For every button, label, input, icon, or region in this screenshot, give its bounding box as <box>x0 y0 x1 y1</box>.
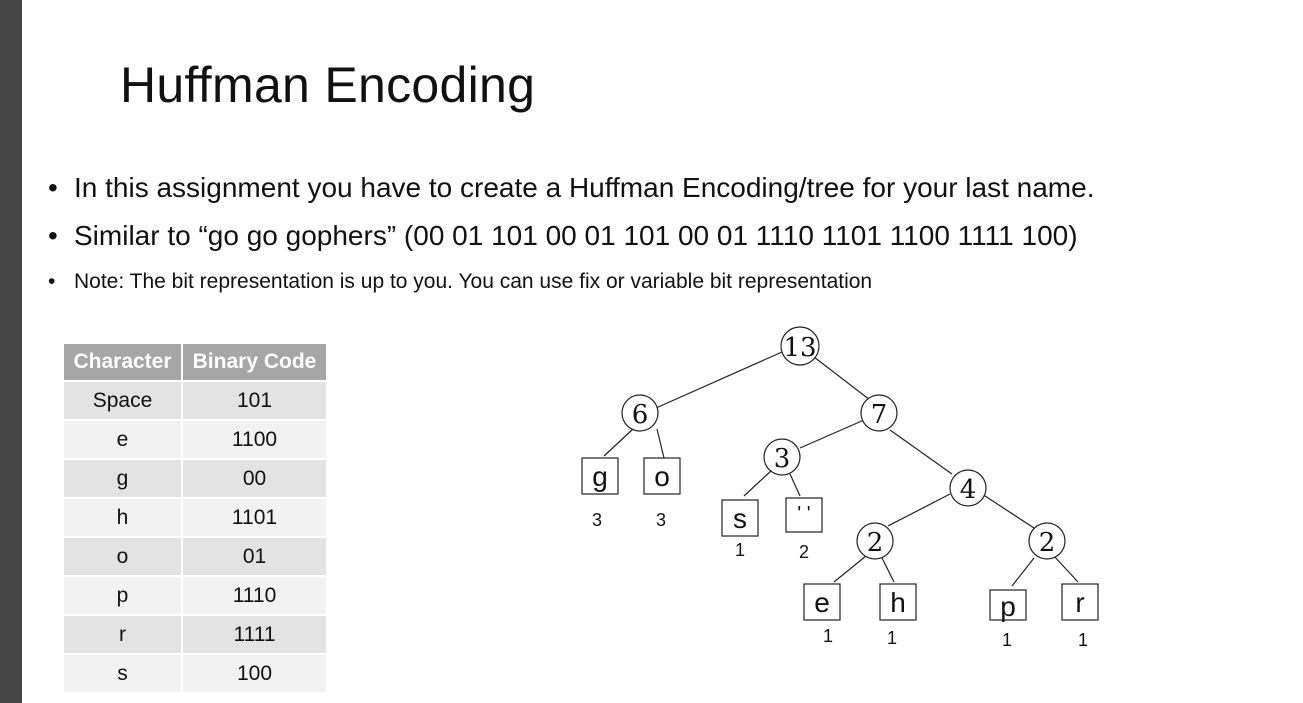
leaf-box <box>643 457 681 495</box>
bullet-2-text: Similar to “go go gophers” (00 01 101 00… <box>74 220 1078 251</box>
node-weight: 6 <box>632 400 649 430</box>
leaf-box <box>721 499 759 537</box>
edge-7-4 <box>889 429 953 475</box>
leaf-count: 1 <box>1002 630 1012 650</box>
edge-13-6 <box>655 351 783 409</box>
leaf-chars: g o s ' ' e h p r <box>592 461 1084 622</box>
leaf-boxes <box>581 457 1099 621</box>
edge-2b-p <box>1011 557 1035 587</box>
leaf-char: r <box>1075 587 1084 618</box>
node-circle <box>856 522 894 560</box>
node-weight: 2 <box>1039 528 1056 558</box>
node-circle <box>949 469 987 507</box>
leaf-box <box>785 497 823 533</box>
table-row: Space 101 <box>64 380 328 420</box>
cell-binary-code: 01 <box>182 536 328 576</box>
binary-code-table: Character Binary Code Space 101 e 1100 g… <box>64 344 328 692</box>
table-row: e 1100 <box>64 419 328 459</box>
internal-node-labels: 13 6 7 3 4 2 2 <box>632 333 1056 558</box>
bullet-3: • Note: The bit representation is up to y… <box>48 270 872 294</box>
node-circle <box>780 326 820 366</box>
edge-13-7 <box>813 356 871 401</box>
edge-6-o <box>656 428 665 459</box>
node-circle <box>860 394 898 432</box>
tree-edges <box>603 351 1079 587</box>
node-weight: 3 <box>774 444 791 474</box>
slide-title: Huffman Encoding <box>120 57 536 113</box>
bullet-dot-icon: • <box>48 172 58 203</box>
cell-binary-code: 1111 <box>182 614 328 654</box>
bullet-2: • Similar to “go go gophers” (00 01 101 0… <box>48 220 1078 252</box>
leaf-count: 1 <box>735 540 745 560</box>
bullet-dot-icon: • <box>48 220 58 251</box>
header-binary-code: Binary Code <box>182 344 328 381</box>
leaf-char: ' ' <box>797 503 810 525</box>
edge-7-3 <box>799 419 865 449</box>
edge-4-2a <box>887 493 951 527</box>
edge-3-space <box>789 473 801 497</box>
table-header-row: Character Binary Code <box>64 344 328 381</box>
edge-4-2b <box>981 493 1035 529</box>
leaf-char: o <box>654 461 670 492</box>
huffman-tree: 13 6 7 3 4 2 2 g o s ' ' e h p r 3 3 1 2… <box>581 326 1099 650</box>
bullet-1-text: In this assignment you have to create a … <box>74 172 1095 203</box>
cell-character: e <box>64 419 183 459</box>
edge-2b-r <box>1053 555 1079 583</box>
cell-character: p <box>64 575 183 615</box>
node-weight: 2 <box>867 528 884 558</box>
cell-character: Space <box>64 380 183 420</box>
node-weight: 4 <box>960 475 977 505</box>
leaf-count: 3 <box>592 510 602 530</box>
table-row: o 01 <box>64 536 328 576</box>
edge-2a-e <box>833 555 867 583</box>
cell-binary-code: 1100 <box>182 419 328 459</box>
edge-6-g <box>603 428 634 457</box>
leaf-count: 2 <box>799 542 809 562</box>
leaf-char: p <box>1000 591 1016 622</box>
edge-3-s <box>743 469 773 497</box>
cell-character: o <box>64 536 183 576</box>
leaf-counts: 3 3 1 2 1 1 1 1 <box>592 510 1088 650</box>
table-row: g 00 <box>64 458 328 498</box>
leaf-box <box>879 583 917 621</box>
bullet-1: • In this assignment you have to create a… <box>48 172 1094 204</box>
leaf-box <box>1061 583 1099 621</box>
node-circle <box>1028 522 1066 560</box>
leaf-box <box>581 457 619 495</box>
table-row: h 1101 <box>64 497 328 537</box>
bullet-3-text: Note: The bit representation is up to yo… <box>74 270 873 293</box>
left-edge-bar <box>0 0 22 703</box>
cell-character: s <box>64 653 183 692</box>
edge-2a-h <box>881 557 895 583</box>
node-circle <box>621 394 659 432</box>
cell-binary-code: 101 <box>182 380 328 420</box>
cell-binary-code: 00 <box>182 458 328 498</box>
bullet-dot-icon: • <box>48 270 56 293</box>
leaf-box <box>989 589 1027 621</box>
cell-character: h <box>64 497 183 537</box>
cell-character: r <box>64 614 183 654</box>
leaf-char: e <box>814 587 830 618</box>
cell-binary-code: 1101 <box>182 497 328 537</box>
leaf-count: 1 <box>823 626 833 646</box>
table-row: s 100 <box>64 653 328 692</box>
cell-binary-code: 1110 <box>182 575 328 615</box>
leaf-char: s <box>733 503 747 534</box>
leaf-count: 1 <box>1078 630 1088 650</box>
table-row: r 1111 <box>64 614 328 654</box>
cell-character: g <box>64 458 183 498</box>
header-character: Character <box>64 344 183 381</box>
leaf-count: 1 <box>887 628 897 648</box>
node-circle <box>763 438 801 476</box>
table-row: p 1110 <box>64 575 328 615</box>
node-weight: 7 <box>871 400 888 430</box>
leaf-count: 3 <box>656 510 666 530</box>
cell-binary-code: 100 <box>182 653 328 692</box>
node-weight: 13 <box>783 333 816 363</box>
leaf-char: h <box>890 587 906 618</box>
leaf-char: g <box>592 461 608 492</box>
leaf-box <box>803 583 841 621</box>
internal-nodes <box>621 326 1066 560</box>
